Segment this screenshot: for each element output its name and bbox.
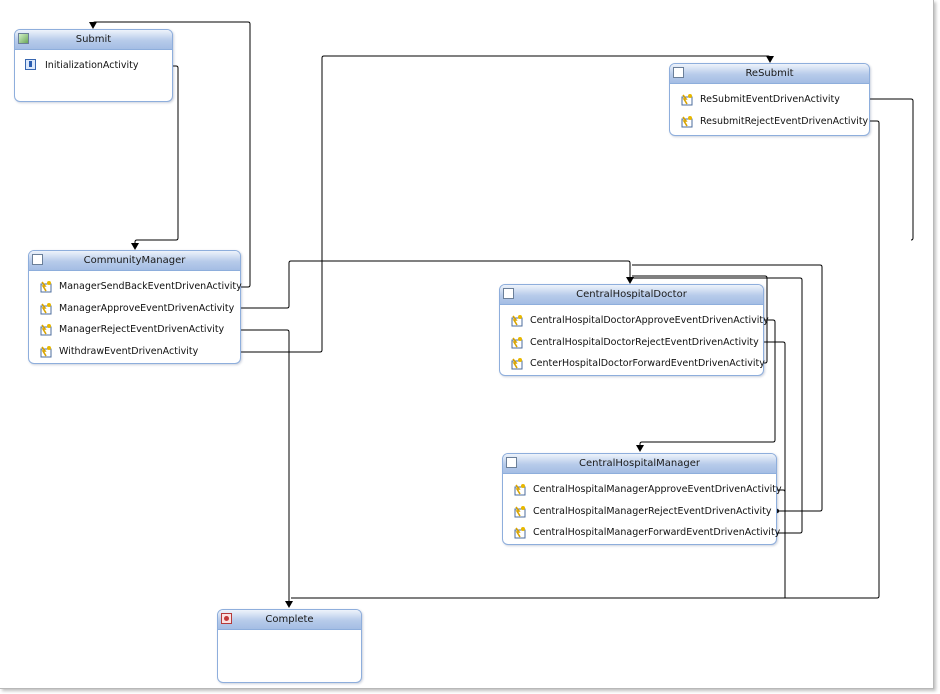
activity-manager-reject[interactable]: ManagerRejectEventDrivenActivity [29,319,240,341]
state-complete[interactable]: Complete [217,609,362,683]
state-title-central-hospital-manager: CentralHospitalManager [578,458,701,469]
activity-hospital-manager-approve[interactable]: CentralHospitalManagerApproveEventDriven… [503,479,782,501]
activity-hospital-manager-reject[interactable]: CentralHospitalManagerRejectEventDrivenA… [503,501,776,523]
activity-label: CentralHospitalDoctorRejectEventDrivenAc… [530,336,759,348]
state-central-hospital-manager[interactable]: CentralHospitalManager CentralHospitalMa… [502,453,782,545]
state-header-community-manager[interactable]: CommunityManager [29,251,240,271]
transition-resubmit-reject-to-complete [291,120,880,599]
activity-label: ManagerApproveEventDrivenActivity [59,302,235,314]
event-driven-activity-icon [514,505,526,517]
transition-doctor-reject-to-complete [756,341,786,598]
activity-label: CenterHospitalDoctorForwardEventDrivenAc… [530,358,765,369]
transition-send-back-to-submit [89,21,251,288]
transition-doctor-forward-to-doctor [632,275,768,364]
state-submit[interactable]: Submit InitializationActivity [14,29,173,102]
state-header-submit[interactable]: Submit [15,30,172,50]
state-community-manager[interactable]: CommunityManager ManagerSendBackEventDri… [28,250,242,364]
state-header-resubmit[interactable]: ReSubmit [670,64,869,84]
transition-resubmit-to-community-manager [840,98,914,241]
state-initialization-icon [25,59,36,70]
activity-label: ReSubmitEventDrivenActivity [700,94,840,105]
state-icon [673,67,684,78]
event-driven-activity-icon [40,324,52,336]
event-driven-activity-icon [40,281,52,293]
event-driven-activity-icon [40,302,52,314]
event-driven-activity-icon [511,358,523,370]
transition-manager-reject-to-complete [223,329,293,608]
activity-initialization[interactable]: InitializationActivity [15,55,172,77]
state-icon [506,457,517,468]
state-header-central-hospital-manager[interactable]: CentralHospitalManager [503,454,776,474]
activity-manager-send-back[interactable]: ManagerSendBackEventDrivenActivity [29,276,242,298]
transition-withdraw-to-resubmit [199,55,774,353]
activity-label: InitializationActivity [45,60,139,71]
initial-state-icon [18,33,29,44]
state-title-resubmit: ReSubmit [745,68,794,79]
transition-manager-approve-to-complete [775,489,786,596]
activity-doctor-approve[interactable]: CentralHospitalDoctorApproveEventDrivenA… [500,310,769,332]
state-header-complete[interactable]: Complete [218,610,361,630]
state-title-complete: Complete [265,614,314,625]
activity-label: ManagerRejectEventDrivenActivity [59,324,225,335]
activity-label: CentralHospitalManagerRejectEventDrivenA… [533,505,772,517]
state-header-central-hospital-doctor[interactable]: CentralHospitalDoctor [500,285,763,305]
activity-label: CentralHospitalManagerApproveEventDriven… [533,484,782,495]
activity-doctor-forward[interactable]: CenterHospitalDoctorForwardEventDrivenAc… [500,353,765,375]
state-title-central-hospital-doctor: CentralHospitalDoctor [576,289,687,300]
activity-label: ManagerSendBackEventDrivenActivity [59,281,242,292]
activity-hospital-manager-forward[interactable]: CentralHospitalManagerForwardEventDriven… [503,522,780,544]
transition-manager-reject-to-doctor [632,264,823,512]
activity-resubmit[interactable]: ReSubmitEventDrivenActivity [670,89,869,111]
event-driven-activity-icon [511,315,523,327]
activity-label: ResubmitRejectEventDrivenActivity [700,115,869,127]
activity-label: CentralHospitalManagerForwardEventDriven… [533,527,781,538]
activity-doctor-reject[interactable]: CentralHospitalDoctorRejectEventDrivenAc… [500,332,763,354]
activity-manager-approve[interactable]: ManagerApproveEventDrivenActivity [29,298,240,320]
transition-doctor-approve-to-manager [636,319,776,452]
activity-resubmit-reject[interactable]: ResubmitRejectEventDrivenActivity [670,111,869,133]
event-driven-activity-icon [514,527,526,539]
transition-manager-forward-to-doctor [632,277,803,534]
event-driven-activity-icon [681,115,693,127]
activity-label: CentralHospitalDoctorApproveEventDrivenA… [530,315,769,326]
state-central-hospital-doctor[interactable]: CentralHospitalDoctor CentralHospitalDoc… [499,284,769,376]
event-driven-activity-icon [40,345,52,357]
state-icon [32,254,43,265]
event-driven-activity-icon [514,484,526,496]
state-title-community-manager: CommunityManager [83,255,186,266]
transition-initialization-to-community-manager [131,65,179,250]
activity-label: WithdrawEventDrivenActivity [59,345,199,357]
transition-manager-approve-to-doctor [228,260,634,309]
state-resubmit[interactable]: ReSubmit ReSubmitEventDrivenActivity Res… [669,63,870,136]
final-state-icon [221,613,232,624]
event-driven-activity-icon [681,94,693,106]
state-title-submit: Submit [75,34,112,45]
event-driven-activity-icon [511,336,523,348]
state-icon [503,288,514,299]
activity-withdraw[interactable]: WithdrawEventDrivenActivity [29,341,240,363]
